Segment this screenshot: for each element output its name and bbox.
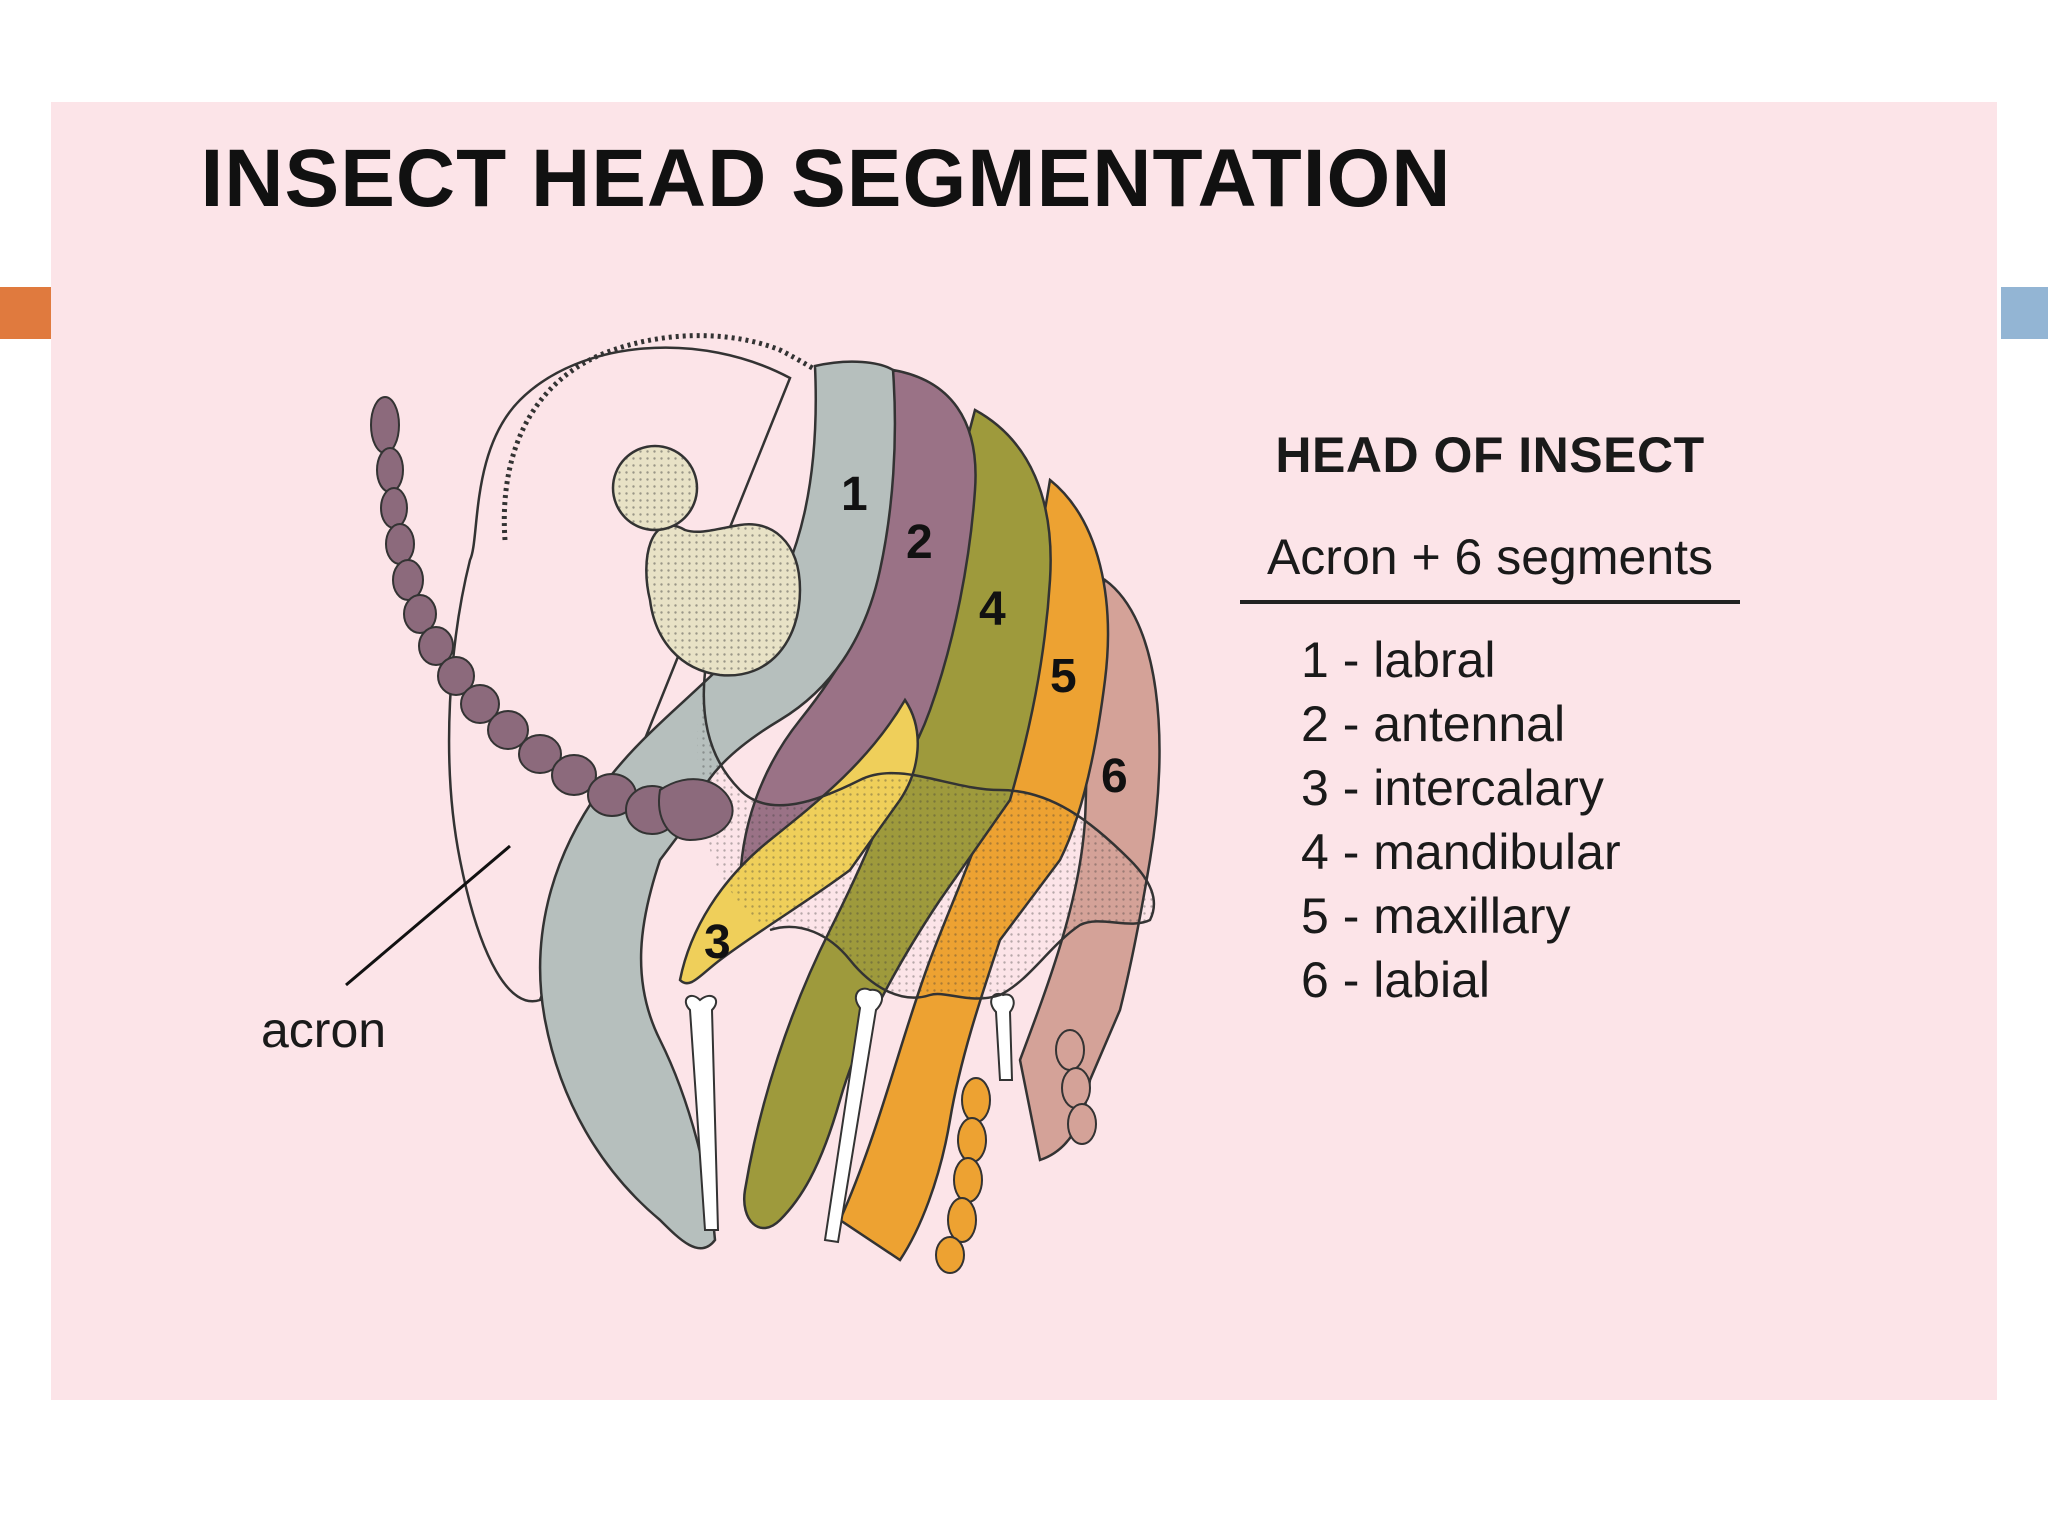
maxillary-palp [935,1077,991,1274]
legend-item-maxillary: 5 - maxillary [1301,888,1571,944]
ganglia-chain-fill [697,672,1154,999]
accent-bar-left [0,287,52,339]
acron-label: acron [261,1002,387,1058]
legend-item-labral: 1 - labral [1301,632,1496,688]
appendage-stalk-right [990,992,1015,1081]
segment-number-6: 6 [1101,750,1128,803]
segment-number-4: 4 [979,583,1006,636]
segment-number-2: 2 [906,516,933,569]
optic-lobe-fill [613,446,697,530]
legend-item-intercalary: 3 - intercalary [1301,760,1604,816]
legend-item-antennal: 2 - antennal [1301,696,1566,752]
segment-number-5: 5 [1050,650,1077,703]
slide-title: INSECT HEAD SEGMENTATION [51,138,1971,220]
legend-item-mandibular: 4 - mandibular [1301,824,1621,880]
legend-list: 1 - labral 2 - antennal 3 - intercalary … [1301,628,1740,1012]
legend-heading: HEAD OF INSECT [1275,427,1705,483]
legend-item-labial: 6 - labial [1301,952,1490,1008]
slide-title-text: INSECT HEAD SEGMENTATION [200,133,1452,224]
legend-subheading: Acron + 6 segments [1240,532,1740,604]
segment-number-1: 1 [841,468,868,521]
appendage-stalk-mid [823,987,884,1244]
appendage-stalk-left [684,994,720,1231]
antenna [370,396,734,842]
labial-palp [1055,1029,1097,1145]
legend: HEAD OF INSECT Acron + 6 segments 1 - la… [1240,430,1740,1012]
acron-scalloped-edge [501,333,832,541]
accent-bar-right [2001,287,2048,339]
acron-leader-line [345,844,511,987]
brain-ganglion-fill [646,524,800,676]
segment-number-3: 3 [704,916,731,969]
